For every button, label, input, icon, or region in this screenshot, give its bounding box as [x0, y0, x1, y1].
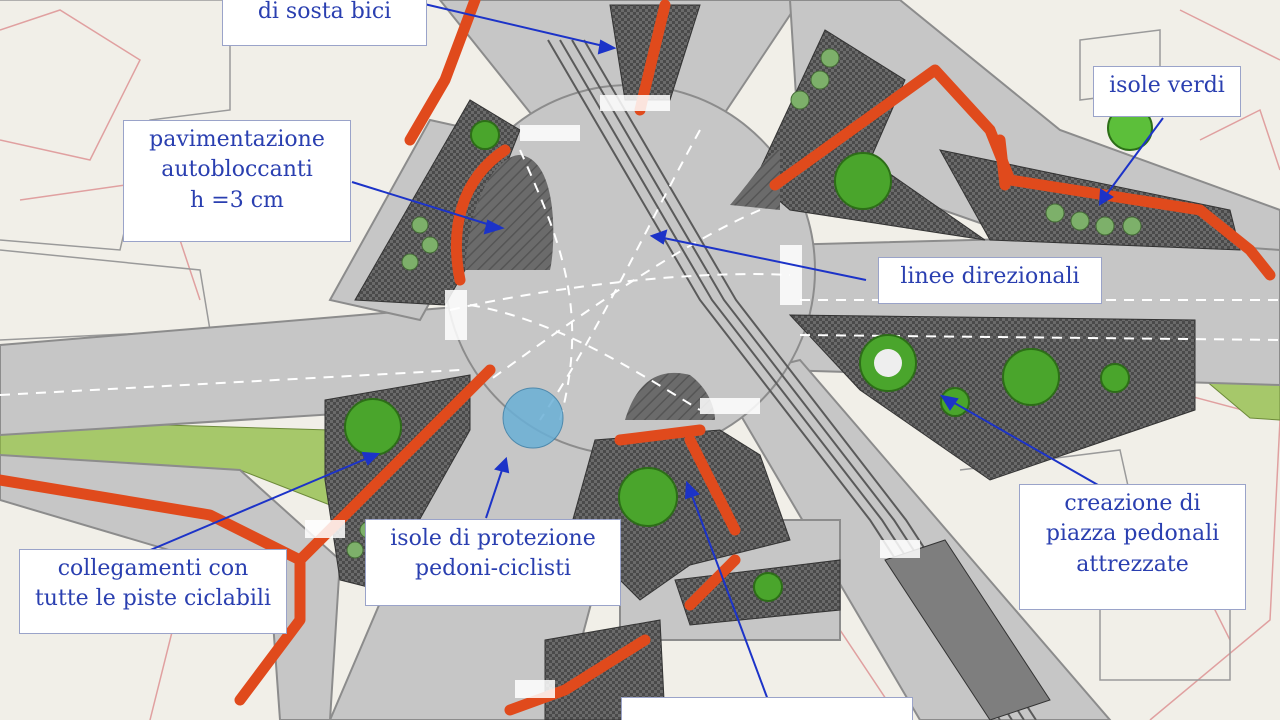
label-pavimentazione: pavimentazione autobloccanti h =3 cm [123, 120, 351, 242]
label-pavimentazione-line-1: pavimentazione [149, 127, 325, 152]
label-isole-protezione-line-1: isole di protezione [390, 526, 596, 551]
tree-ring [859, 334, 917, 392]
label-isole-protezione-line-2: pedoni-ciclisti [415, 556, 571, 582]
label-collegamenti: collegamenti con tutte le piste ciclabil… [19, 549, 287, 634]
label-pavimentazione-line-2: autobloccanti [161, 157, 313, 183]
trees [344, 105, 1153, 602]
protection-island [502, 387, 564, 449]
shrubs [346, 48, 1142, 559]
label-piazza-pedonali-line-2: piazza pedonali [1045, 521, 1220, 547]
label-collegamenti-line-2: tutte le piste ciclabili [34, 586, 272, 612]
label-linee-direzionali-line-1: linee direzionali [900, 264, 1080, 289]
label-piazza-pedonali: creazione di piazza pedonali attrezzate [1019, 484, 1246, 610]
label-isole-protezione: isole di protezione pedoni-ciclisti [365, 519, 621, 606]
label-pavimentazione-line-3: h =3 cm [190, 187, 284, 213]
label-sosta-bici-line-1: di sosta bici [257, 0, 392, 24]
label-isole-verdi: isole verdi [1093, 66, 1241, 117]
label-bottom-cut [621, 697, 913, 720]
label-piazza-pedonali-line-1: creazione di [1064, 491, 1201, 516]
tram-vehicle [884, 539, 1051, 720]
label-linee-direzionali: linee direzionali [878, 257, 1102, 304]
leader-lines [147, 2, 1164, 701]
pedestrian-crossings [305, 95, 920, 698]
label-isole-verdi-line-1: isole verdi [1109, 73, 1225, 98]
label-piazza-pedonali-line-3: attrezzate [1076, 551, 1189, 577]
paving-domes [465, 150, 780, 420]
label-sosta-bici: di sosta bici [222, 0, 427, 46]
label-collegamenti-line-1: collegamenti con [57, 556, 249, 581]
